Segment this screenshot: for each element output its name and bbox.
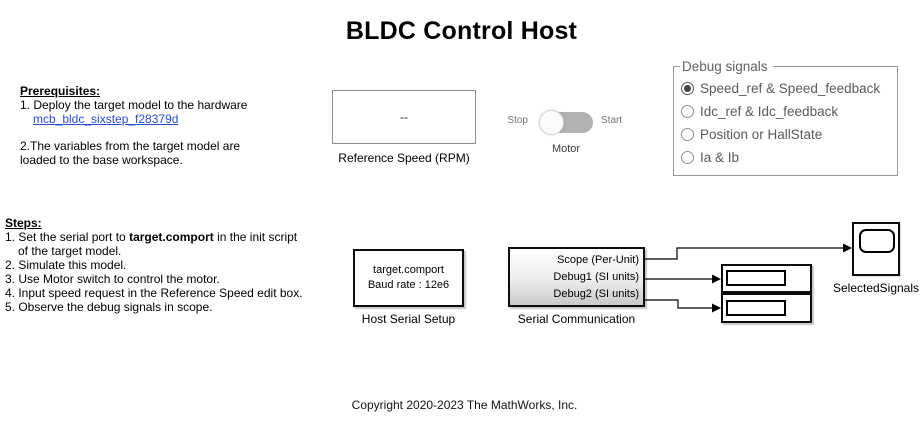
- prerequisites-line2a: 2.The variables from the target model ar…: [20, 139, 241, 153]
- radio-selected-icon[interactable]: [681, 82, 694, 95]
- serial-communication-label: Serial Communication: [517, 312, 636, 326]
- debug-radio-1[interactable]: Idc_ref & Idc_feedback: [680, 100, 891, 123]
- radio-icon[interactable]: [681, 105, 694, 118]
- debug-radio-3[interactable]: Ia & Ib: [680, 146, 891, 169]
- arrowhead-icon: [712, 274, 721, 284]
- radio-icon[interactable]: [681, 128, 694, 141]
- steps-block: Steps: 1. Set the serial port to target.…: [5, 216, 350, 314]
- step-5: 5. Observe the debug signals in scope.: [5, 300, 213, 314]
- page-title: BLDC Control Host: [345, 17, 578, 45]
- debug-signals-group: Debug signals Speed_ref & Speed_feedback…: [673, 59, 898, 176]
- reference-speed-value: --: [400, 110, 408, 124]
- step-4: 4. Input speed request in the Reference …: [5, 286, 303, 300]
- debug-radio-0-label: Speed_ref & Speed_feedback: [700, 81, 881, 96]
- step-3: 3. Use Motor switch to control the motor…: [5, 272, 220, 286]
- port-label-scope: Scope (Per-Unit): [557, 254, 639, 266]
- display-block-debug1[interactable]: [721, 264, 812, 293]
- host-serial-setup-block[interactable]: target.comport Baud rate : 12e6: [353, 249, 464, 307]
- motor-switch[interactable]: [539, 110, 593, 135]
- scope-block-label: SelectedSignals: [832, 281, 920, 295]
- step-2: 2. Simulate this model.: [5, 258, 127, 272]
- copyright-notice: Copyright 2020-2023 The MathWorks, Inc.: [351, 398, 578, 412]
- motor-switch-label: Motor: [551, 143, 581, 155]
- debug-radio-0[interactable]: Speed_ref & Speed_feedback: [680, 77, 891, 100]
- arrowhead-icon: [843, 243, 852, 253]
- prerequisites-block: Prerequisites: 1. Deploy the target mode…: [20, 84, 320, 167]
- scope-block[interactable]: [852, 222, 900, 276]
- debug-signals-legend: Debug signals: [682, 59, 768, 74]
- switch-start-label: Start: [601, 115, 623, 126]
- debug-radio-3-label: Ia & Ib: [700, 150, 740, 165]
- display-value-field: [726, 270, 786, 286]
- port-label-debug2: Debug2 (SI units): [553, 288, 639, 300]
- reference-speed-label: Reference Speed (RPM): [338, 151, 470, 165]
- model-link[interactable]: mcb_bldc_sixstep_f28379d: [33, 112, 179, 126]
- step-1: 1. Set the serial port to target.comport…: [5, 230, 298, 244]
- scope-screen-icon: [859, 229, 895, 253]
- prerequisites-line2b: loaded to the base workspace.: [20, 153, 183, 167]
- switch-stop-label: Stop: [507, 115, 528, 126]
- debug-radio-2[interactable]: Position or HallState: [680, 123, 891, 146]
- prerequisites-line1: 1. Deploy the target model to the hardwa…: [20, 98, 248, 112]
- step-1-continued: of the target model.: [18, 244, 122, 258]
- debug-radio-2-label: Position or HallState: [700, 127, 823, 142]
- host-serial-setup-label: Host Serial Setup: [361, 312, 456, 326]
- steps-heading: Steps:: [5, 216, 42, 230]
- switch-knob[interactable]: [539, 110, 564, 135]
- prerequisites-heading: Prerequisites:: [20, 84, 101, 98]
- host-serial-setup-line1: target.comport: [373, 264, 444, 276]
- debug-radio-1-label: Idc_ref & Idc_feedback: [700, 104, 839, 119]
- reference-speed-edit-box[interactable]: --: [332, 90, 476, 144]
- host-serial-setup-line2: Baud rate : 12e6: [367, 279, 450, 291]
- serial-communication-block[interactable]: Scope (Per-Unit) Debug1 (SI units) Debug…: [508, 247, 645, 307]
- display-block-debug2[interactable]: [721, 293, 812, 323]
- wire-debug2[interactable]: [645, 299, 713, 309]
- arrowhead-icon: [712, 303, 721, 313]
- display-value-field: [726, 300, 786, 316]
- radio-icon[interactable]: [681, 151, 694, 164]
- wire-scope-per-unit[interactable]: [645, 247, 843, 260]
- port-label-debug1: Debug1 (SI units): [553, 271, 639, 283]
